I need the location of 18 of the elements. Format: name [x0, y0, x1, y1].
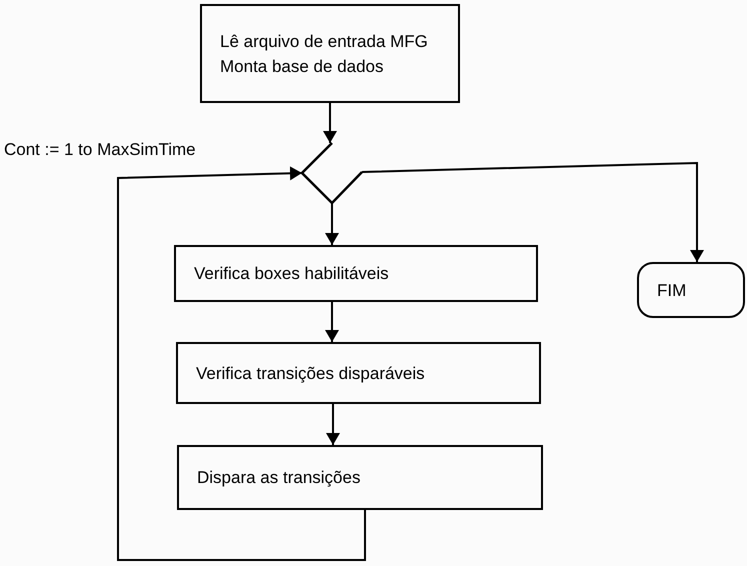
process-box: [176, 342, 541, 404]
step-text: Verifica boxes habilitáveis: [194, 263, 389, 285]
step-text: Monta base de dados: [220, 56, 385, 78]
arrow: [326, 404, 340, 445]
arrow: [325, 302, 339, 342]
terminal-box: [637, 262, 745, 318]
loop-symbol: [302, 143, 362, 203]
step-text: Dispara as transições: [197, 467, 360, 489]
step-text: Lê arquivo de entrada MFG: [220, 30, 428, 52]
loop-label: Cont := 1 to MaxSimTime: [4, 140, 196, 160]
process-box: [174, 245, 538, 302]
arrow: [362, 162, 704, 262]
arrow: [323, 103, 337, 143]
step-text: FIM: [657, 280, 686, 302]
arrow: [325, 203, 339, 245]
process-box: [200, 4, 460, 103]
step-text: Verifica transições disparáveis: [196, 362, 425, 385]
process-box: [177, 445, 543, 510]
